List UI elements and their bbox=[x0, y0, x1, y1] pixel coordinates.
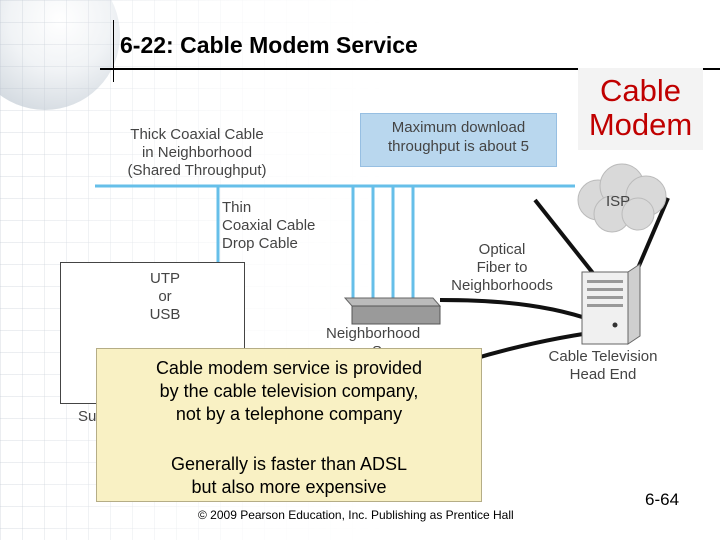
cable-modem-corner-label: Cable Modem bbox=[578, 68, 703, 150]
neighborhood-splitter bbox=[343, 297, 442, 325]
utp-usb-label: UTP or USB bbox=[149, 270, 181, 323]
fiber-line-to-isp-left bbox=[533, 198, 602, 284]
neighborhood-label: Neighborhood bbox=[326, 325, 421, 342]
callout-line-4: Generally is faster than ADSL bbox=[170, 454, 408, 474]
callout-line-5: but also more expensive bbox=[191, 477, 387, 497]
isp-label: ISP bbox=[606, 193, 631, 210]
fiber-line-to-isp-right bbox=[636, 197, 670, 269]
cable-head-end-label: Cable Television Head End bbox=[548, 348, 658, 383]
callout-line-1: Cable modem service is provided bbox=[155, 358, 423, 378]
thin-coax-label: Thin Coaxial Cable Drop Cable bbox=[222, 199, 316, 252]
max-download-box: Maximum download throughput is about 5 bbox=[360, 113, 557, 167]
page-number: 6-64 bbox=[645, 490, 680, 509]
title-vertical-rule bbox=[113, 20, 114, 82]
isp-cloud bbox=[577, 163, 667, 233]
head-end-server bbox=[581, 263, 641, 345]
optical-fiber-label: Optical Fiber to Neighborhoods bbox=[451, 241, 553, 294]
slide-title: 6-22: Cable Modem Service bbox=[120, 32, 418, 58]
thick-coax-label: Thick Coaxial Cable in Neighborhood (Sha… bbox=[127, 126, 267, 179]
callout-line-2: by the cable television company, bbox=[159, 381, 419, 401]
max-download-label: Maximum download throughput is about 5 bbox=[388, 119, 529, 155]
subscriber-partial-label: Su bbox=[78, 408, 97, 425]
callout-box: Cable modem service is provided by the c… bbox=[96, 348, 482, 502]
callout-line-3: not by a telephone company bbox=[175, 404, 403, 424]
copyright-footer: © 2009 Pearson Education, Inc. Publishin… bbox=[198, 508, 514, 522]
title-rule bbox=[100, 68, 720, 70]
